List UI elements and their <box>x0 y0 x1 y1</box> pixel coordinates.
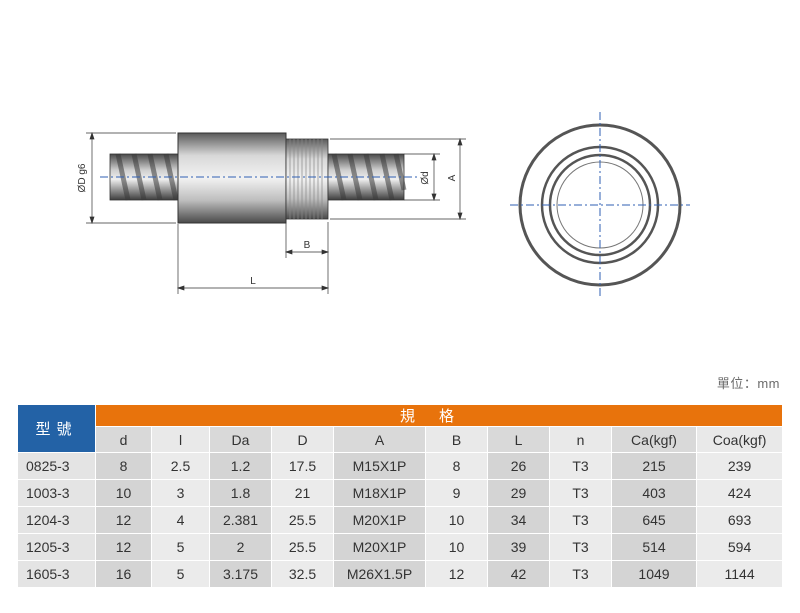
table-cell: 25.5 <box>271 506 334 534</box>
threaded-collar <box>285 138 329 220</box>
table-cell: M20X1P <box>333 506 426 534</box>
table-cell: T3 <box>549 533 612 561</box>
table-cell: 32.5 <box>271 560 334 588</box>
table-cell: 403 <box>611 479 697 507</box>
table-cell: T3 <box>549 506 612 534</box>
table-cell: 239 <box>695 452 784 480</box>
table-cell: 34 <box>487 506 550 534</box>
table-row: 1003-3 10 3 1.8 21 M18X1P 9 29 T3 403 42… <box>17 479 784 507</box>
table-cell: 645 <box>611 506 697 534</box>
dimension-a <box>330 137 466 221</box>
cell-model: 1605-3 <box>17 560 96 588</box>
table-cell: 25.5 <box>271 533 334 561</box>
table-cell: 5 <box>151 560 210 588</box>
col-header-da: Da <box>209 426 272 453</box>
table-cell: 3.175 <box>209 560 272 588</box>
model-header: 型號 <box>17 404 96 453</box>
cell-model: 1205-3 <box>17 533 96 561</box>
table-row: 1205-3 12 5 2 25.5 M20X1P 10 39 T3 514 5… <box>17 533 784 561</box>
table-cell: 2 <box>209 533 272 561</box>
table-cell: M15X1P <box>333 452 426 480</box>
table-row: 1605-3 16 5 3.175 32.5 M26X1.5P 12 42 T3… <box>17 560 784 588</box>
cell-model: 1003-3 <box>17 479 96 507</box>
spec-table: 型號 規格 d l Da D A B L n Ca(kgf) Coa(kgf) … <box>17 404 784 588</box>
table-cell: 2.5 <box>151 452 210 480</box>
col-header-n: n <box>549 426 612 453</box>
table-cell: T3 <box>549 560 612 588</box>
table-cell: 10 <box>425 533 488 561</box>
table-cell: M26X1.5P <box>333 560 426 588</box>
table-cell: 8 <box>425 452 488 480</box>
cell-model: 1204-3 <box>17 506 96 534</box>
table-cell: T3 <box>549 452 612 480</box>
table-cell: 424 <box>695 479 784 507</box>
label-a: A <box>447 174 458 181</box>
table-cell: M20X1P <box>333 533 426 561</box>
col-header-d: d <box>95 426 152 453</box>
table-cell: 514 <box>611 533 697 561</box>
table-cell: 215 <box>611 452 697 480</box>
table-cell: 29 <box>487 479 550 507</box>
column-header-row: d l Da D A B L n Ca(kgf) Coa(kgf) <box>18 426 784 453</box>
table-cell: 3 <box>151 479 210 507</box>
dimension-thread-dia <box>404 152 440 202</box>
table-cell: 1.8 <box>209 479 272 507</box>
table-cell: 1049 <box>611 560 697 588</box>
label-thread-dia: Ød <box>420 171 431 184</box>
cell-model: 0825-3 <box>17 452 96 480</box>
table-cell: 693 <box>695 506 784 534</box>
table-cell: 12 <box>95 533 152 561</box>
table-cell: 39 <box>487 533 550 561</box>
table-cell: 16 <box>95 560 152 588</box>
table-row: 0825-3 8 2.5 1.2 17.5 M15X1P 8 26 T3 215… <box>17 452 784 480</box>
table-cell: 10 <box>425 506 488 534</box>
label-length: L <box>250 276 256 287</box>
table-cell: 4 <box>151 506 210 534</box>
table-cell: 9 <box>425 479 488 507</box>
label-b: B <box>304 240 311 251</box>
spec-group-header: 規格 <box>94 404 784 427</box>
table-cell: T3 <box>549 479 612 507</box>
dimension-length <box>176 224 330 294</box>
dimension-b <box>284 222 330 258</box>
dimension-outer-diameter <box>86 131 176 225</box>
col-header-l: l <box>151 426 210 453</box>
col-header-ca: Ca(kgf) <box>611 426 697 453</box>
label-outer-diameter: ØD g6 <box>77 163 88 192</box>
end-view <box>510 112 690 296</box>
col-header-a: A <box>333 426 426 453</box>
table-cell: 1144 <box>695 560 784 588</box>
nut-body <box>177 132 287 224</box>
table-cell: 594 <box>695 533 784 561</box>
col-header-l-upper: L <box>487 426 550 453</box>
table-cell: 2.381 <box>209 506 272 534</box>
col-header-coa: Coa(kgf) <box>695 426 784 453</box>
col-header-d-upper: D <box>271 426 334 453</box>
table-cell: 17.5 <box>271 452 334 480</box>
table-cell: 26 <box>487 452 550 480</box>
table-row: 1204-3 12 4 2.381 25.5 M20X1P 10 34 T3 6… <box>17 506 784 534</box>
unit-label: 單位：mm <box>716 376 780 391</box>
table-cell: 12 <box>95 506 152 534</box>
col-header-b: B <box>425 426 488 453</box>
table-cell: 1.2 <box>209 452 272 480</box>
table-cell: 10 <box>95 479 152 507</box>
table-cell: 42 <box>487 560 550 588</box>
table-cell: 12 <box>425 560 488 588</box>
technical-drawing: ØD g6 Ød A B L <box>77 112 690 296</box>
table-cell: M18X1P <box>333 479 426 507</box>
table-cell: 5 <box>151 533 210 561</box>
table-cell: 8 <box>95 452 152 480</box>
table-cell: 21 <box>271 479 334 507</box>
